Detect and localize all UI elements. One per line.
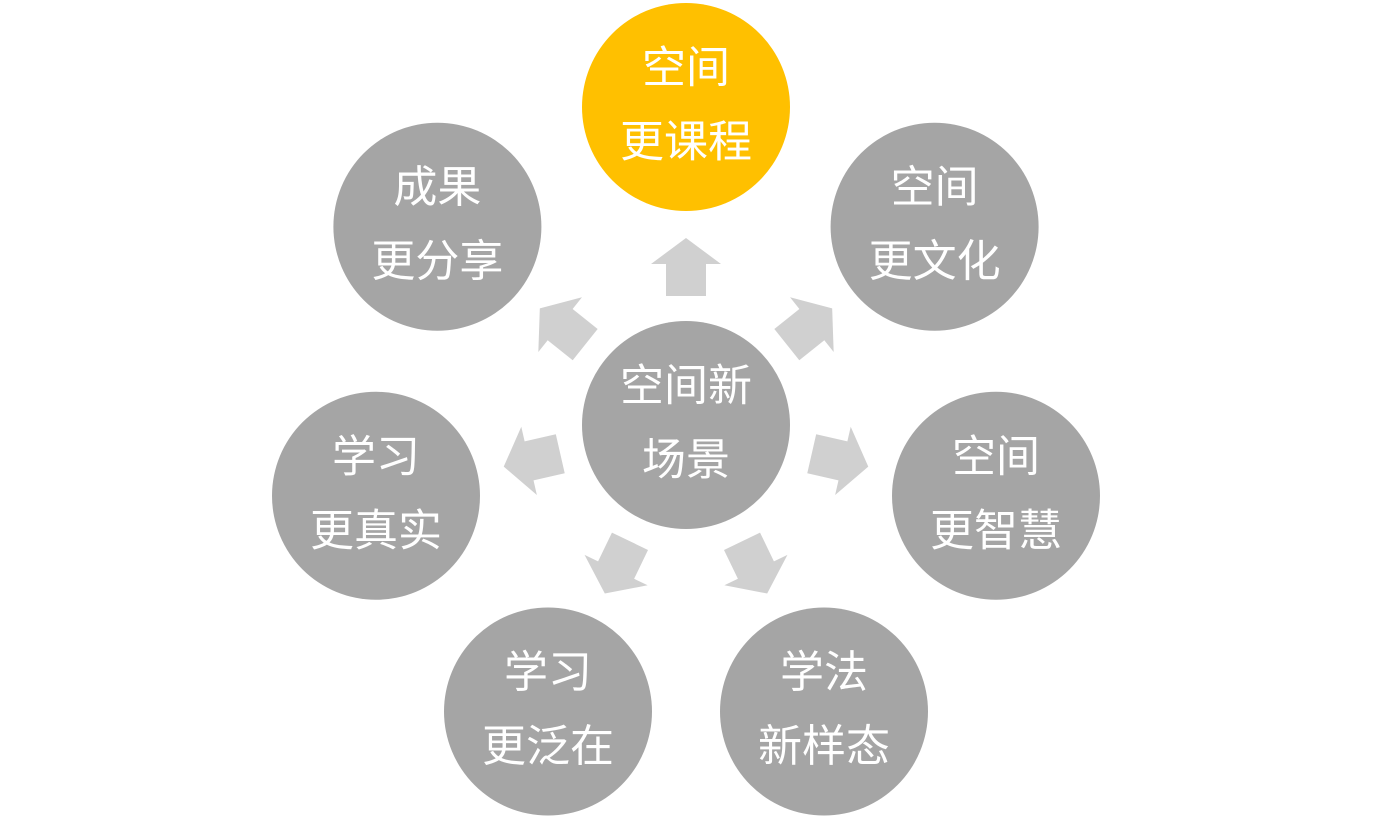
center-circle bbox=[582, 321, 790, 529]
arrow-to-smart bbox=[807, 426, 869, 495]
center-label-line-2: 场景 bbox=[642, 435, 730, 486]
node-label-new-methods-line-2: 新样态 bbox=[758, 721, 890, 772]
node-circle-culture bbox=[830, 122, 1039, 331]
node-label-ubiquitous-line-1: 学习 bbox=[504, 647, 592, 698]
arrow-to-curriculum bbox=[651, 238, 721, 296]
node-label-smart-line-2: 更智慧 bbox=[930, 505, 1062, 556]
node-label-smart-line-1: 空间 bbox=[952, 431, 1040, 482]
node-circle-smart bbox=[892, 391, 1100, 600]
node-circle-ubiquitous bbox=[444, 607, 652, 816]
node-label-sharing-line-2: 更分享 bbox=[371, 236, 503, 287]
node-circle-curriculum bbox=[582, 3, 790, 211]
node-circle-authentic bbox=[272, 391, 480, 600]
node-label-authentic-line-2: 更真实 bbox=[310, 505, 442, 556]
arrow-to-authentic bbox=[503, 426, 565, 495]
arrow-to-ubiquitous bbox=[584, 532, 649, 594]
arrow-to-sharing bbox=[538, 297, 598, 361]
node-label-new-methods-line-1: 学法 bbox=[780, 647, 868, 698]
node-label-curriculum-line-1: 空间 bbox=[642, 43, 730, 94]
node-label-sharing-line-1: 成果 bbox=[393, 162, 481, 213]
node-circle-new-methods bbox=[720, 607, 928, 816]
center-node: 空间新 场景 bbox=[582, 321, 790, 529]
center-label-line-1: 空间新 bbox=[620, 361, 752, 412]
node-label-culture-line-1: 空间 bbox=[891, 162, 979, 213]
arrow-to-new-methods bbox=[723, 532, 788, 594]
node-label-culture-line-2: 更文化 bbox=[869, 236, 1001, 287]
node-circle-sharing bbox=[333, 122, 542, 331]
arrow-to-culture bbox=[774, 297, 834, 361]
node-label-authentic-line-1: 学习 bbox=[332, 431, 420, 482]
node-label-ubiquitous-line-2: 更泛在 bbox=[482, 721, 614, 772]
node-label-curriculum-line-2: 更课程 bbox=[620, 117, 752, 168]
arrows-group bbox=[503, 238, 869, 594]
